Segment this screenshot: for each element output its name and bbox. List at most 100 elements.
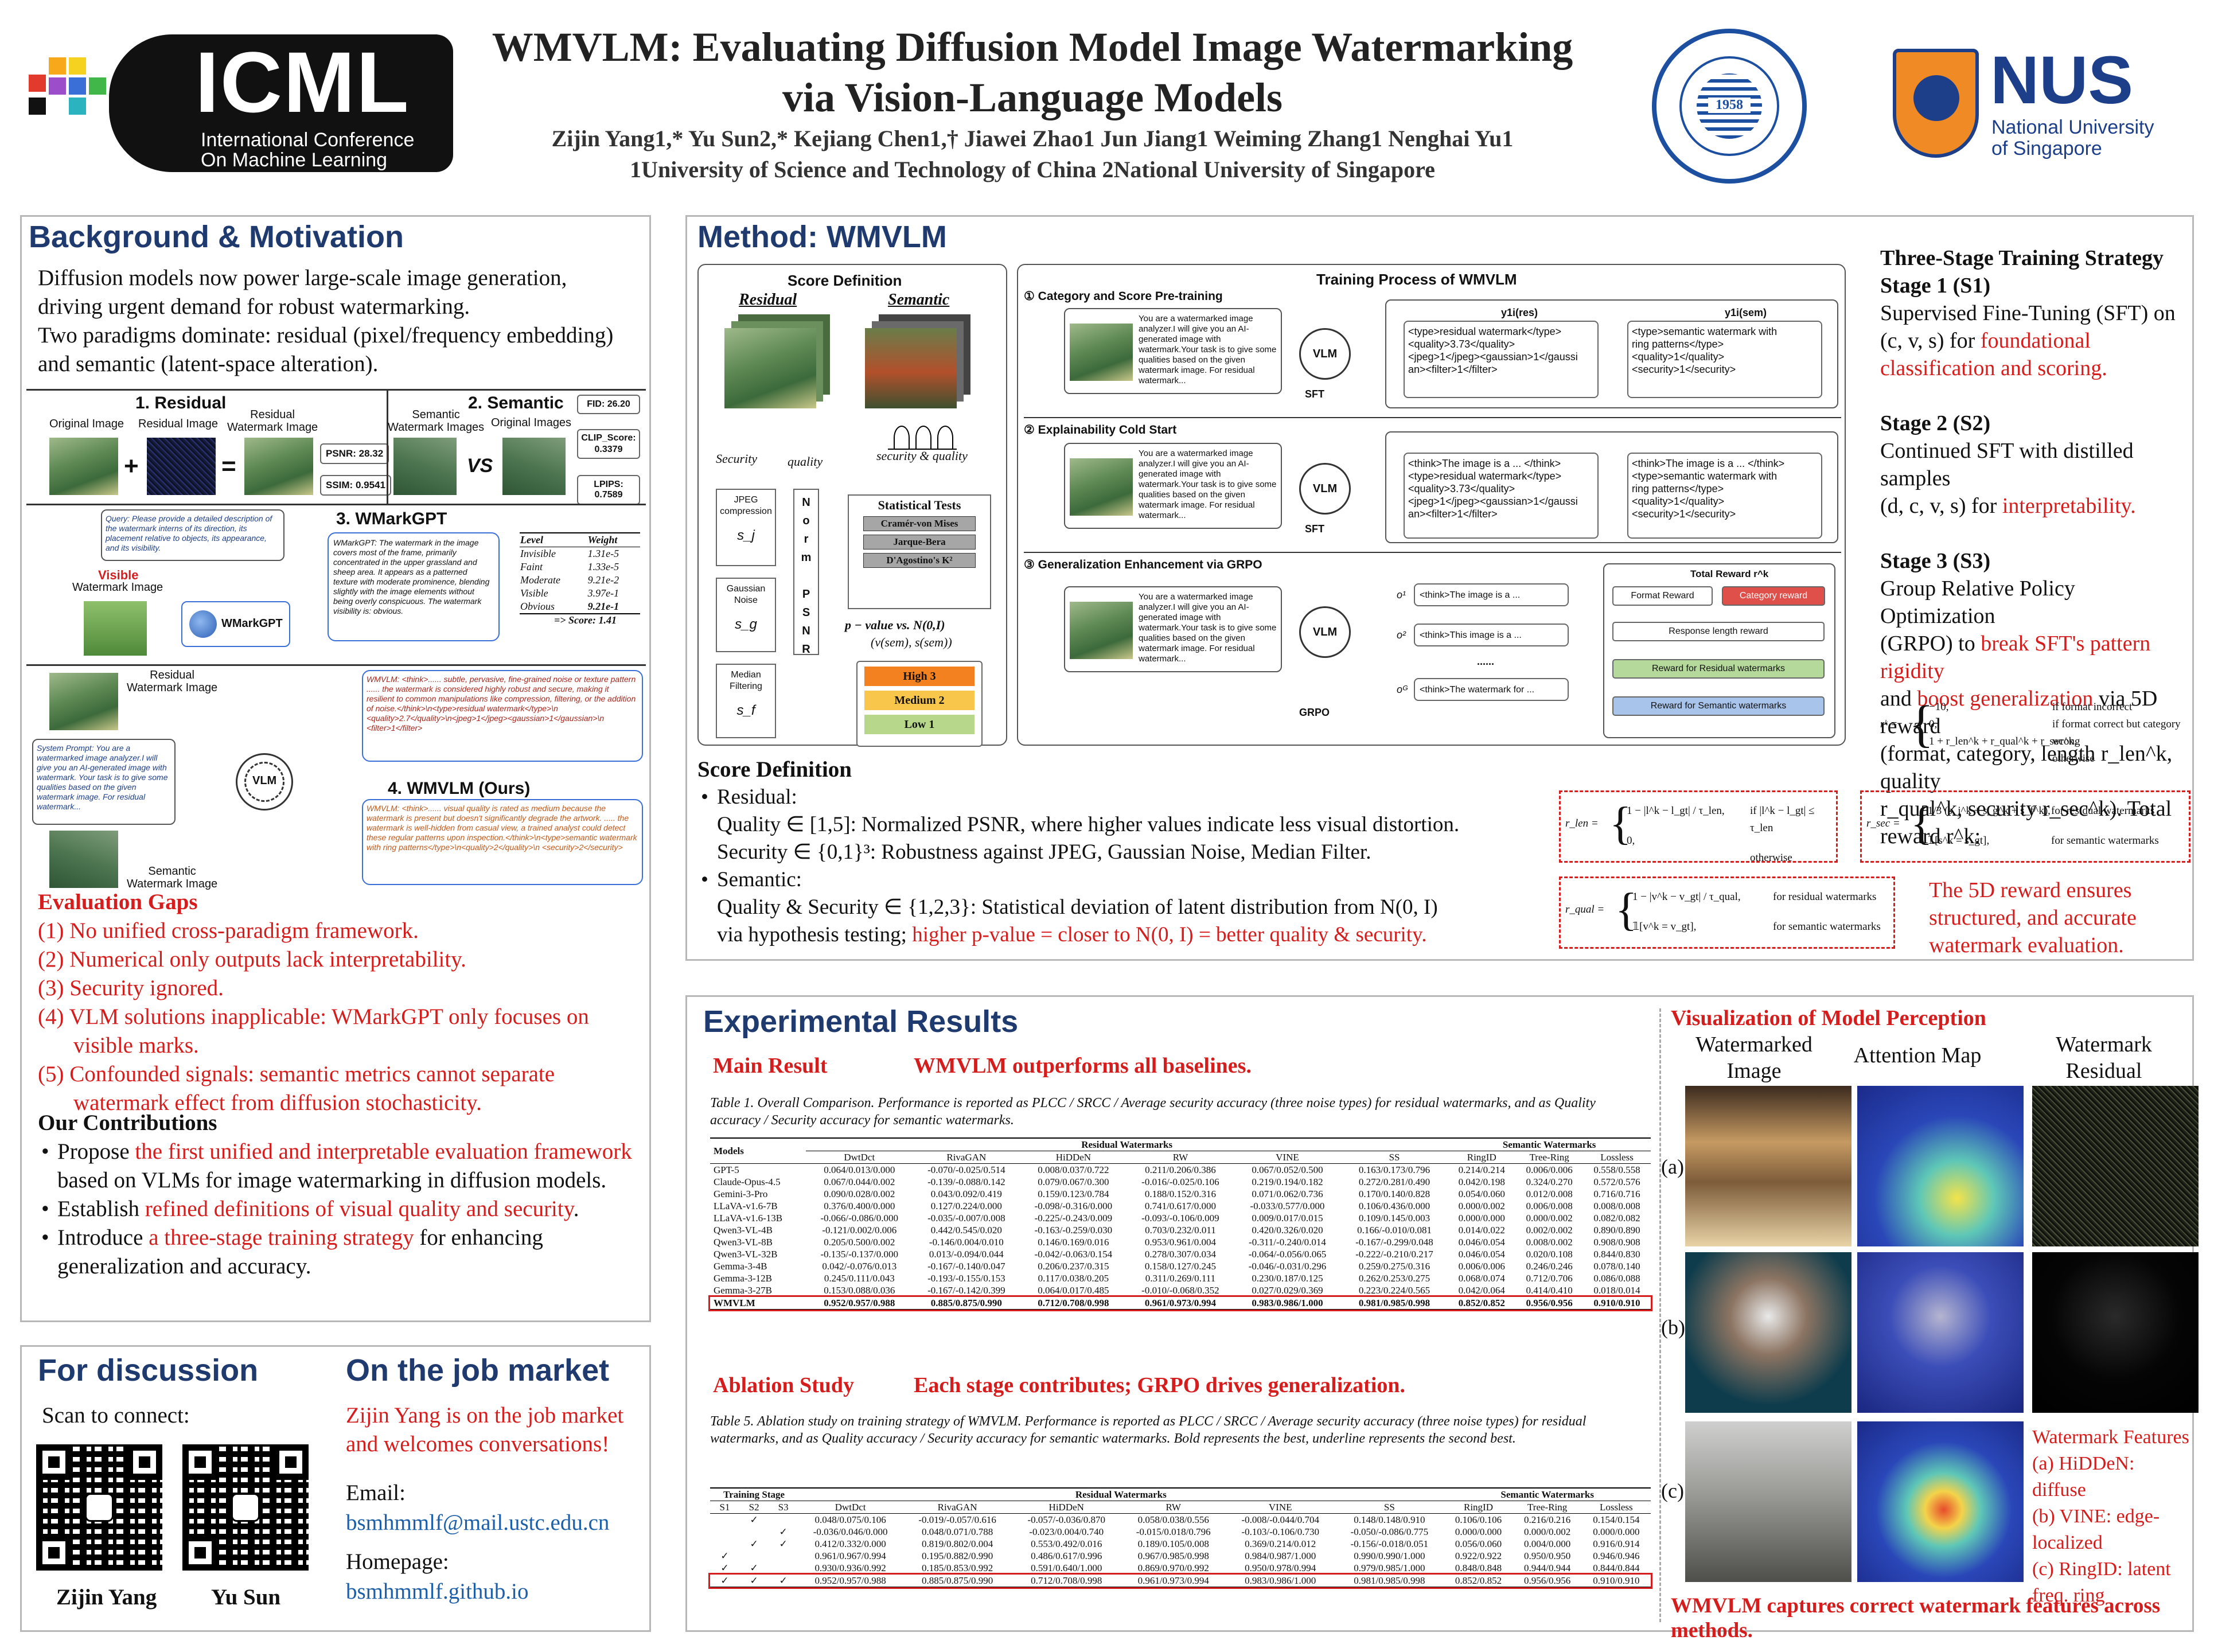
semantic-image-1 xyxy=(393,438,457,495)
table-cell: 0.166/-0.010/0.081 xyxy=(1357,1225,1432,1236)
table-cell: -0.121/0.002/0.006 xyxy=(822,1225,897,1236)
score-def-fig-title: Score Definition xyxy=(788,272,902,289)
qr-name-1: Zijin Yang xyxy=(56,1585,157,1610)
ustc-logo: 1958 xyxy=(1652,29,1807,184)
stage3-grpo: GRPO xyxy=(1299,707,1330,718)
bell-curves-icon xyxy=(888,426,957,450)
level-high: High 3 xyxy=(864,667,975,686)
residual-watermark-image xyxy=(244,438,313,495)
table-cell: 0.006/0.006 xyxy=(1526,1164,1573,1175)
model-name-cell: Qwen3-VL-32B xyxy=(714,1249,778,1260)
email-link[interactable]: bsmhmmlf@mail.ustc.edu.cn xyxy=(346,1510,610,1535)
table-cell: 0.950/0.978/0.994 xyxy=(1245,1563,1316,1573)
table-cell: 0.944/0.944 xyxy=(1524,1563,1571,1573)
homepage-link[interactable]: bsmhmmlf.github.io xyxy=(346,1579,529,1604)
contrib-item: Propose the first unified and interpreta… xyxy=(38,1137,634,1195)
table-cell: 0.852/0.852 xyxy=(1458,1298,1505,1308)
table-cell: 0.716/0.716 xyxy=(1593,1189,1640,1199)
semantic-image-2 xyxy=(502,438,566,495)
model-name-cell: Gemma-3-4B xyxy=(714,1261,767,1272)
table-cell: 0.000/0.000 xyxy=(1593,1526,1640,1537)
stage-check-cell xyxy=(710,1538,739,1550)
vlm-node: VLM xyxy=(236,753,293,811)
table-cell: -0.156/-0.018/0.051 xyxy=(1350,1538,1429,1549)
stage-check-cell xyxy=(710,1526,739,1538)
table-cell: 0.106/0.436/0.000 xyxy=(1358,1201,1430,1211)
score-def-figure: Score Definition Residual Semantic Secur… xyxy=(697,264,1007,747)
table-cell: 0.042/0.064 xyxy=(1458,1285,1505,1296)
pvalue-label: p − value vs. N(0,I) xyxy=(845,618,945,632)
table-cell: 0.188/0.152/0.316 xyxy=(1144,1189,1217,1199)
rlen-box: r_len = { 1 − |l^k − l_gt| / τ_len,0, if… xyxy=(1559,790,1838,864)
icml-subtitle-1: International Conference xyxy=(201,129,415,151)
method-panel: Method: WMVLM Score Definition Residual … xyxy=(685,215,2194,961)
stage1-sft: SFT xyxy=(1305,388,1324,400)
table-cell: 0.910/0.910 xyxy=(1593,1298,1640,1308)
table-cell: 0.956/0.956 xyxy=(1526,1298,1573,1308)
semantic-stack-image xyxy=(865,328,957,408)
vis-a-residual xyxy=(2032,1086,2199,1246)
paradigm-figure: 1. Residual Original Image Residual Imag… xyxy=(26,389,646,1077)
table-cell: 0.146/0.169/0.016 xyxy=(1038,1237,1109,1248)
table-cell: -0.098/-0.316/0.000 xyxy=(1034,1201,1113,1211)
homepage-label: Homepage: xyxy=(346,1549,449,1574)
vlm-node-label: VLM xyxy=(252,774,277,787)
table-cell: 0.211/0.206/0.386 xyxy=(1145,1164,1216,1175)
contrib-item: Introduce a three-stage training strateg… xyxy=(38,1224,634,1281)
residual-stack-image xyxy=(724,328,816,408)
table-cell: 0.000/0.000 xyxy=(1458,1213,1505,1224)
vis-a-attention xyxy=(1857,1086,2024,1246)
ablation-claim: Each stage contributes; GRPO drives gene… xyxy=(914,1373,1406,1397)
psnr-badge: PSNR: 28.32 xyxy=(320,443,389,464)
table-cell: 0.056/0.060 xyxy=(1455,1538,1502,1549)
scan-label: Scan to connect: xyxy=(42,1403,190,1428)
table-cell: -0.008/-0.044/0.704 xyxy=(1241,1514,1319,1525)
table-cell: 0.712/0.708/0.998 xyxy=(1038,1298,1109,1308)
table-cell: 0.027/0.029/0.369 xyxy=(1252,1285,1323,1296)
stage3-vlm-node: VLM xyxy=(1299,606,1351,658)
vis-col2-header: Attention Map xyxy=(1853,1043,1982,1067)
table-cell: 0.090/0.028/0.002 xyxy=(824,1189,895,1199)
model-name-cell: LLaVA-v1.6-13B xyxy=(714,1213,783,1224)
table-cell: 0.042/-0.076/0.013 xyxy=(822,1261,897,1272)
table-cell: 0.848/0.848 xyxy=(1455,1563,1502,1573)
model-name-cell: Claude-Opus-4.5 xyxy=(714,1176,781,1187)
stage1-vlm-node: VLM xyxy=(1299,328,1351,380)
nus-shield-icon xyxy=(1893,49,1979,158)
system-prompt-box: System Prompt: You are a watermarked ima… xyxy=(32,739,176,825)
table-cell: -0.146/0.004/0.010 xyxy=(929,1237,1004,1248)
table-cell: 0.014/0.022 xyxy=(1458,1225,1505,1236)
nus-subtitle-2: of Singapore xyxy=(1991,138,2102,159)
residual-reward: Reward for Residual watermarks xyxy=(1612,659,1825,679)
table-cell: -0.057/-0.036/0.870 xyxy=(1027,1514,1105,1525)
stage-check-cell: ✓ xyxy=(750,1538,758,1549)
table-cell: 0.979/0.985/1.000 xyxy=(1354,1563,1425,1573)
table-cell: 0.930/0.936/0.992 xyxy=(814,1563,886,1573)
table-cell: 0.086/0.088 xyxy=(1593,1273,1640,1284)
model-name-cell: Gemma-3-27B xyxy=(714,1285,772,1296)
table-cell: 0.553/0.492/0.016 xyxy=(1031,1538,1102,1549)
table-cell: 0.278/0.307/0.034 xyxy=(1144,1249,1217,1260)
vis-b-attention xyxy=(1857,1252,2024,1413)
poster-title: WMVLM: Evaluating Diffusion Model Image … xyxy=(459,22,1606,123)
stage-check-cell: ✓ xyxy=(750,1563,758,1573)
table-cell: -0.222/-0.210/0.217 xyxy=(1355,1249,1433,1260)
table-cell: -0.193/-0.155/0.153 xyxy=(927,1273,1005,1284)
table-cell: 0.000/0.000 xyxy=(1455,1526,1502,1537)
table-cell: 0.741/0.617/0.000 xyxy=(1144,1201,1217,1211)
wmvlm-residual-output: WMVLM: <think>...... subtle, pervasive, … xyxy=(362,670,643,762)
wmarkgpt-output: WMarkGPT: The watermark in the image cov… xyxy=(328,532,500,641)
icml-head-silhouette xyxy=(109,34,453,172)
table-cell: 0.071/0.062/0.736 xyxy=(1252,1189,1323,1199)
stage1-output: y1i(res) <type>residual watermark</type>… xyxy=(1385,299,1838,408)
results-panel: Experimental Results Main Result WMVLM o… xyxy=(685,995,2199,1642)
table-cell: -0.167/-0.140/0.047 xyxy=(927,1261,1005,1272)
ablation-label: Ablation Study xyxy=(713,1373,855,1397)
table-cell: 0.058/0.038/0.556 xyxy=(1137,1514,1209,1525)
stage-check-cell: ✓ xyxy=(720,1575,729,1586)
